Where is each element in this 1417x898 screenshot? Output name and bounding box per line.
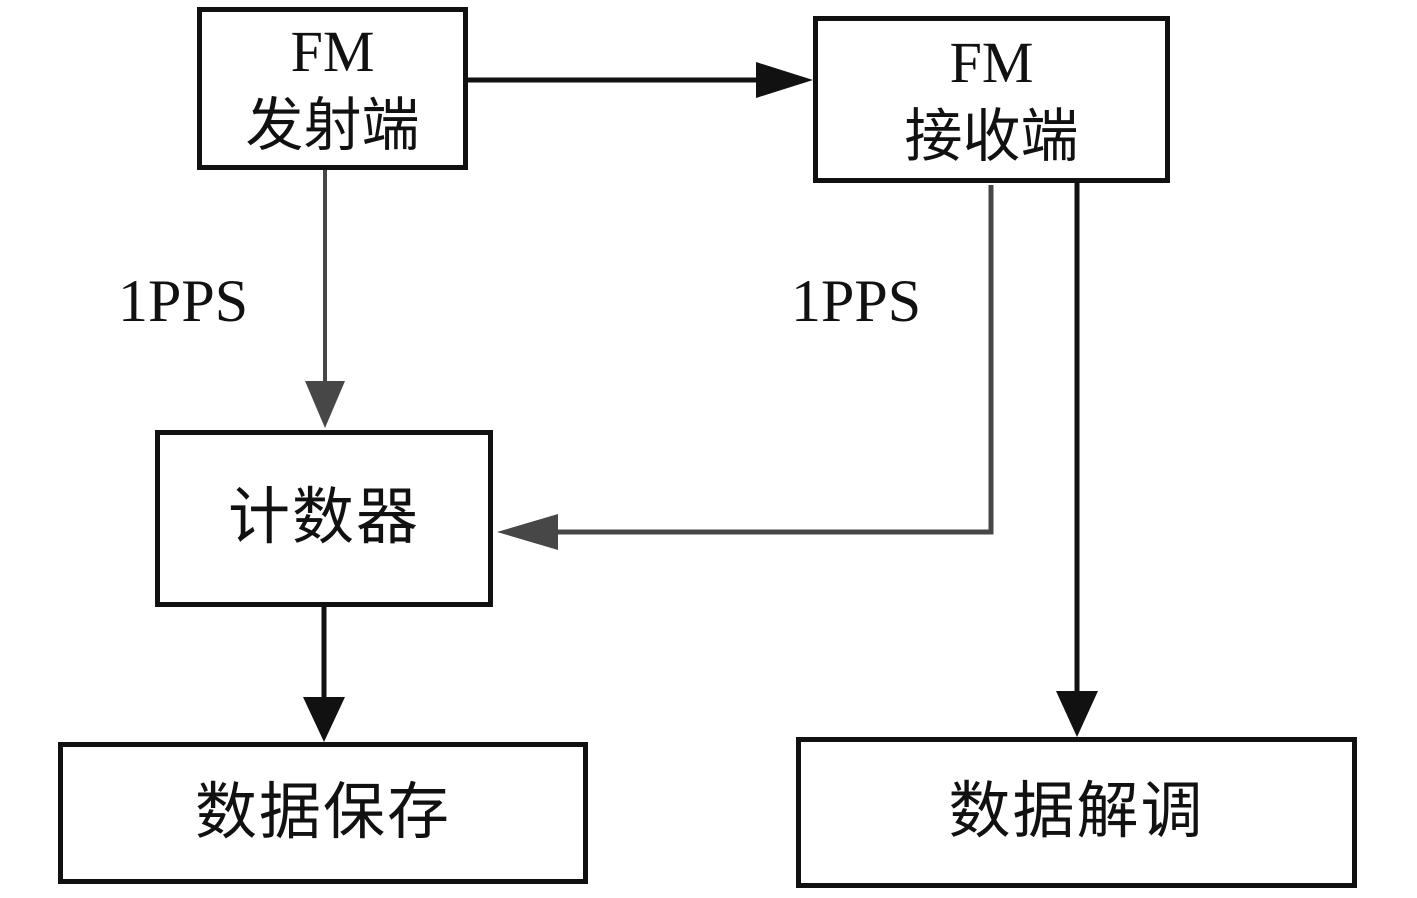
arrowhead-down-icon [305,381,345,428]
arrowhead-down-icon [1056,691,1098,737]
node-data-save: 数据保存 [58,742,588,884]
edge-receiver-to-datademod [1056,183,1098,737]
node-data-demod: 数据解调 [796,737,1357,888]
edge-label-1pps-left: 1PPS [118,268,249,334]
edge-transmitter-to-counter [305,170,345,428]
edge-counter-to-datasave [303,607,345,742]
node-label-line: 计数器 [227,484,420,553]
node-fm-receiver: FM 接收端 [813,16,1170,183]
node-counter: 计数器 [155,430,493,607]
node-label-line: FM [290,19,375,85]
edge-transmitter-to-receiver [468,62,813,98]
node-label-line: 发射端 [245,92,420,158]
node-label-line: 数据保存 [194,778,451,847]
arrowhead-right-icon [756,62,813,98]
edge-line [557,185,994,535]
node-fm-transmitter: FM 发射端 [197,7,468,170]
arrowhead-left-icon [497,514,558,550]
node-label-line: 接收端 [904,103,1079,169]
arrowhead-down-icon [303,697,345,742]
edge-receiver-to-counter [497,185,994,550]
edge-label-1pps-right: 1PPS [791,268,922,334]
node-label-line: FM [949,30,1034,96]
node-label-line: 数据解调 [948,778,1205,847]
